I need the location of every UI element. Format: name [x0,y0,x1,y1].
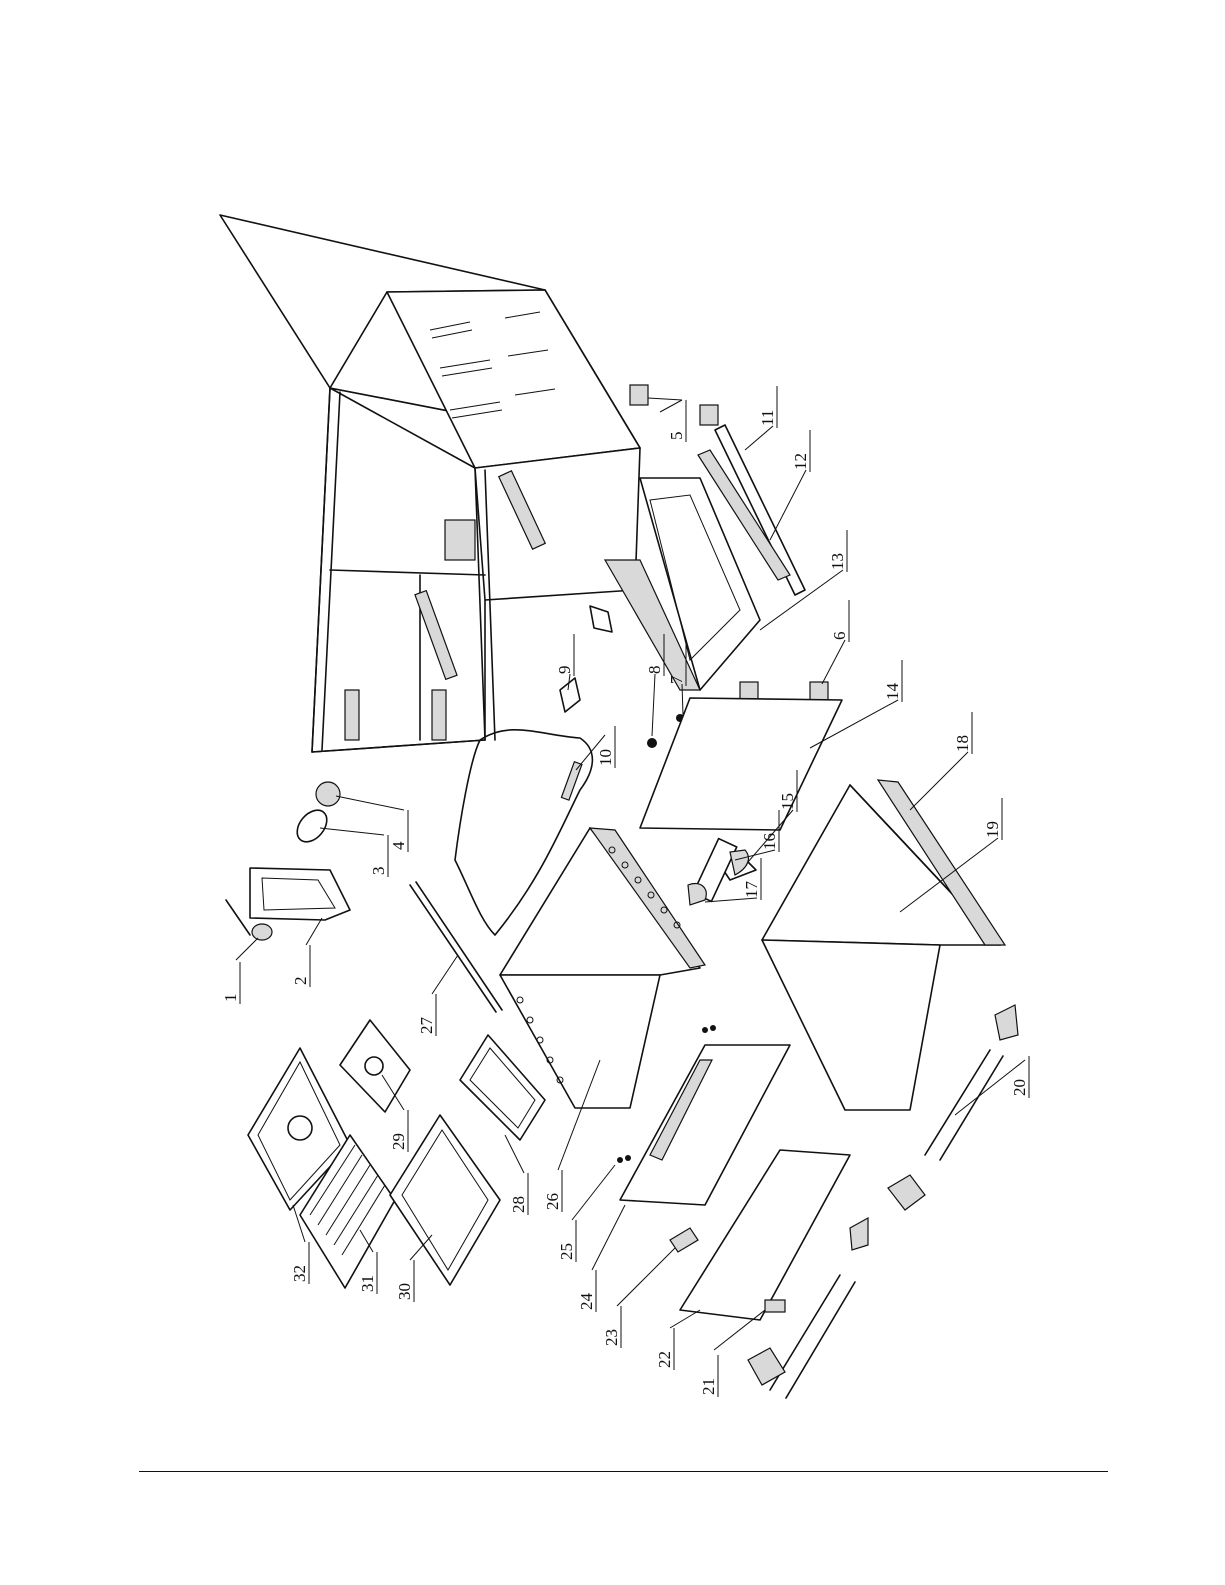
callout-23: 23 [602,1329,621,1346]
callout-16: 16 [760,833,779,850]
callout-31: 31 [358,1275,377,1292]
callout-22: 22 [655,1351,674,1368]
callout-14: 14 [883,683,902,701]
callout-21: 21 [699,1378,718,1395]
callout-9: 9 [555,666,574,675]
callout-32: 32 [290,1265,309,1282]
callout-2: 2 [291,977,310,986]
callout-15: 15 [778,793,797,810]
cabinet-frame [220,215,640,752]
callout-19: 19 [983,821,1002,838]
callout-13: 13 [828,553,847,570]
callout-10: 10 [596,749,615,766]
callout-12: 12 [791,453,810,470]
callout-26: 26 [543,1193,562,1210]
upper-drawer [410,828,705,1108]
callout-30: 30 [395,1283,414,1300]
callout-29: 29 [389,1133,408,1150]
callout-6: 6 [830,632,849,641]
callout-5: 5 [667,432,686,441]
callout-24: 24 [577,1293,596,1311]
callout-8: 8 [645,666,664,675]
callout-1: 1 [221,994,240,1003]
callout-20: 20 [1010,1079,1029,1096]
footer-rule [139,1471,1108,1472]
large-drawer [762,780,1005,1110]
callout-4: 4 [389,841,408,850]
lower-assembly [617,1005,1018,1398]
callout-27: 27 [417,1017,436,1035]
callout-18: 18 [953,735,972,752]
callout-28: 28 [509,1196,528,1213]
callout-7: 7 [667,675,686,684]
callout-11: 11 [758,410,777,426]
callout-17: 17 [742,881,761,899]
callout-3: 3 [369,867,388,876]
pans-and-lids [248,1020,545,1288]
callout-25: 25 [557,1243,576,1260]
